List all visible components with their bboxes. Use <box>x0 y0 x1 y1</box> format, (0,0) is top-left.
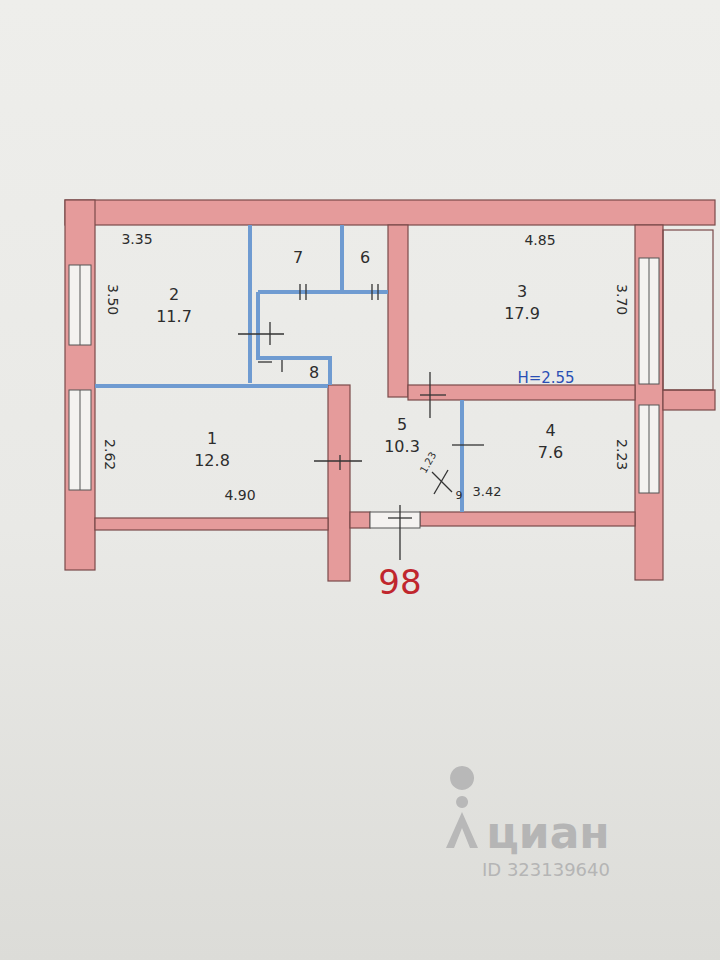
window <box>639 258 659 384</box>
room: 7 <box>258 228 338 288</box>
dimension-label: 3.35 <box>121 232 152 247</box>
wall <box>95 518 328 530</box>
room-number: 6 <box>360 247 370 269</box>
room: 8 <box>300 361 328 385</box>
room: 317.9 <box>410 228 634 378</box>
dimension-label: 3.50 <box>105 284 120 315</box>
wall <box>388 225 408 397</box>
window <box>69 265 91 345</box>
wall <box>65 200 95 570</box>
wall <box>420 512 635 526</box>
dimension-label: 3.70 <box>614 284 629 315</box>
apartment-number: 98 <box>378 564 421 601</box>
room-number: 9 <box>456 490 463 502</box>
room-number: 8 <box>309 362 319 384</box>
room: 510.3 <box>352 400 452 472</box>
wall <box>65 200 715 225</box>
dimension-label: 4.90 <box>224 488 255 503</box>
watermark: циан <box>486 809 610 857</box>
room-area: 11.7 <box>156 306 192 328</box>
wall <box>408 385 635 400</box>
door-mark <box>238 284 484 560</box>
dimension-label: 2.23 <box>614 439 629 470</box>
room-number: 2 <box>169 284 179 306</box>
wall <box>328 385 350 581</box>
room-number: 3 <box>517 281 527 303</box>
room-number: 4 <box>545 420 555 442</box>
wall <box>635 225 663 580</box>
doorway <box>370 512 420 528</box>
dimension-label: 3.42 <box>473 485 502 499</box>
room: 6 <box>344 228 386 288</box>
room-area: 7.6 <box>538 442 563 464</box>
wall <box>663 390 715 410</box>
dimension-label: 1.23 <box>418 450 439 475</box>
room: 211.7 <box>100 228 248 383</box>
room-number: 5 <box>397 414 407 436</box>
room-area: 12.8 <box>194 450 230 472</box>
window <box>69 390 91 490</box>
watermark-icon <box>446 766 478 848</box>
height-note: H=2.55 <box>517 370 574 387</box>
balcony <box>663 230 713 390</box>
watermark-id: ID 323139640 <box>482 860 610 880</box>
wall <box>350 512 370 528</box>
dimension-label: 4.85 <box>524 233 555 248</box>
room-number: 7 <box>293 247 303 269</box>
dimension-label: 2.62 <box>102 439 117 470</box>
partition <box>95 225 462 512</box>
room: 112.8 <box>97 400 327 500</box>
room-number: 1 <box>207 428 217 450</box>
room: 47.6 <box>468 402 633 482</box>
room-area: 10.3 <box>384 436 420 458</box>
window <box>639 405 659 493</box>
room-area: 17.9 <box>504 303 540 325</box>
